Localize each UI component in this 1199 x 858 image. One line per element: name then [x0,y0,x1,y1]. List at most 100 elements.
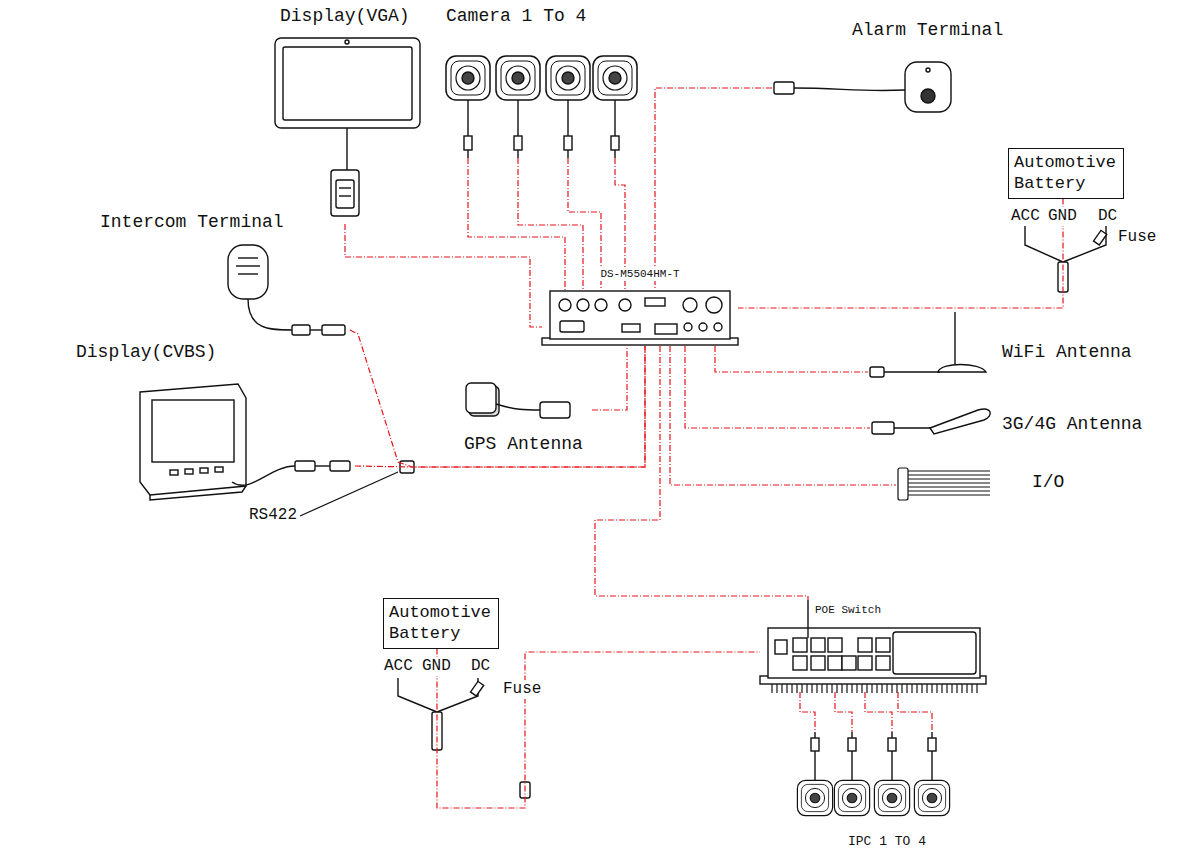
poe-switch-part [828,638,842,652]
poe-switch-part [775,640,787,654]
alarm-terminal-part [774,82,794,94]
poe-switch-part [858,656,872,670]
intercom-terminal-part [248,299,292,330]
battery-wires-part [1094,230,1107,245]
box-title: Automotive Battery [1014,152,1118,195]
cvbs-display-part [215,467,223,472]
wifi-antenna-part [884,371,940,372]
cvbs-display-part [232,466,295,485]
device-label: Display(CVBS) [76,342,216,364]
wifi-antenna-part [954,312,955,366]
wifi-antenna-part [870,367,884,377]
dvr-unit-part [622,324,640,332]
cameras-part [611,136,619,150]
device-node: POE Switch [760,600,986,692]
poe-switch-part [811,656,825,670]
alarm-terminal-part [921,89,935,103]
wire-connector [350,330,645,467]
device-node: GPS Antenna [460,378,592,458]
ip-cameras-part [834,780,869,815]
vga-display-part [339,187,351,188]
wire-connector [355,346,645,467]
cvbs-display-part [150,486,246,500]
poe-switch-part [793,656,807,670]
dvr-unit-part [714,323,722,331]
battery-wires-part [437,678,478,712]
device-label: Intercom Terminal [100,212,284,234]
dvr-unit-part [577,299,589,311]
wire-label: DC [470,657,491,676]
battery-box: Automotive Battery [383,598,499,649]
alarm-terminal [774,62,951,112]
wire-label: DC [1097,207,1118,226]
gps-antenna-part [540,402,570,418]
battery-wires [398,226,1107,798]
device-label: WiFi Antenna [1002,342,1132,364]
wire-connector [437,649,760,809]
cameras [446,56,637,158]
wire-label: GND [421,657,452,676]
io-harness-part [908,482,990,483]
io-harness-part [908,490,990,491]
poe-switch-part [876,638,890,652]
dvr-unit-part [706,297,722,313]
wire-connector [715,346,868,372]
wire-connector [670,346,896,485]
device-node: WiFi Antenna [868,300,1148,382]
io-harness-part [898,468,908,500]
intercom-terminal-part [322,325,345,335]
intercom-terminal-part [236,265,260,266]
leader-line [300,472,398,516]
cvbs-display-part [152,400,234,462]
wire-connector [345,224,542,327]
vga-display-part [345,40,349,44]
vga-display-part [336,180,354,208]
ip-cameras [797,732,949,816]
poe-switch-part [768,628,980,678]
alarm-terminal-part [905,62,951,112]
battery-wires-part [398,678,437,712]
wire-connector [835,692,852,732]
alarm-terminal-part [926,68,930,72]
wire-connector [518,158,583,290]
wire-connector [738,199,1063,309]
vga-display-part [331,170,359,216]
vga-display [275,38,420,216]
poe-switch-part [876,656,890,670]
device-node: Camera 1 To 4 [440,2,645,158]
dvr-unit-part [550,291,730,339]
vga-display-part [275,38,420,128]
cameras-part [464,136,472,150]
wifi-antenna-part [938,365,986,373]
device-label: IPC 1 TO 4 [848,834,926,850]
cvbs-display-part [330,461,350,471]
cameras-part [446,56,490,100]
cvbs-display-part [200,468,208,473]
io-harness [898,468,990,500]
dvr-unit-part [559,299,571,311]
intercom-terminal-part [238,257,258,258]
dvr-unit [542,291,738,345]
device-label: Alarm Terminal [852,20,1003,42]
ip-cameras-part [797,780,832,815]
alarm-terminal-part [794,88,905,91]
cvbs-display-part [140,384,246,495]
wire-label: Fuse [1117,228,1157,247]
poe-switch-part [807,600,808,638]
device-label: DS-M5504HM-T [598,268,681,281]
device-node: Intercom Terminal [95,208,350,340]
dvr-unit-part [655,324,677,334]
callout-label: RS422 [248,506,298,525]
dvr-unit-part [645,298,665,306]
device-node: DS-M5504HM-T [542,290,738,346]
cvbs-display-part [315,465,330,466]
battery-box: Automotive Battery [1008,148,1124,199]
ip-cameras-part [874,780,909,815]
dvr-unit-part [619,299,631,311]
poe-switch [760,600,986,693]
io-harness-part [908,478,990,479]
device-label: I/O [1032,472,1064,494]
cvbs-display-part [170,470,178,475]
poe-switch-part [770,684,978,693]
